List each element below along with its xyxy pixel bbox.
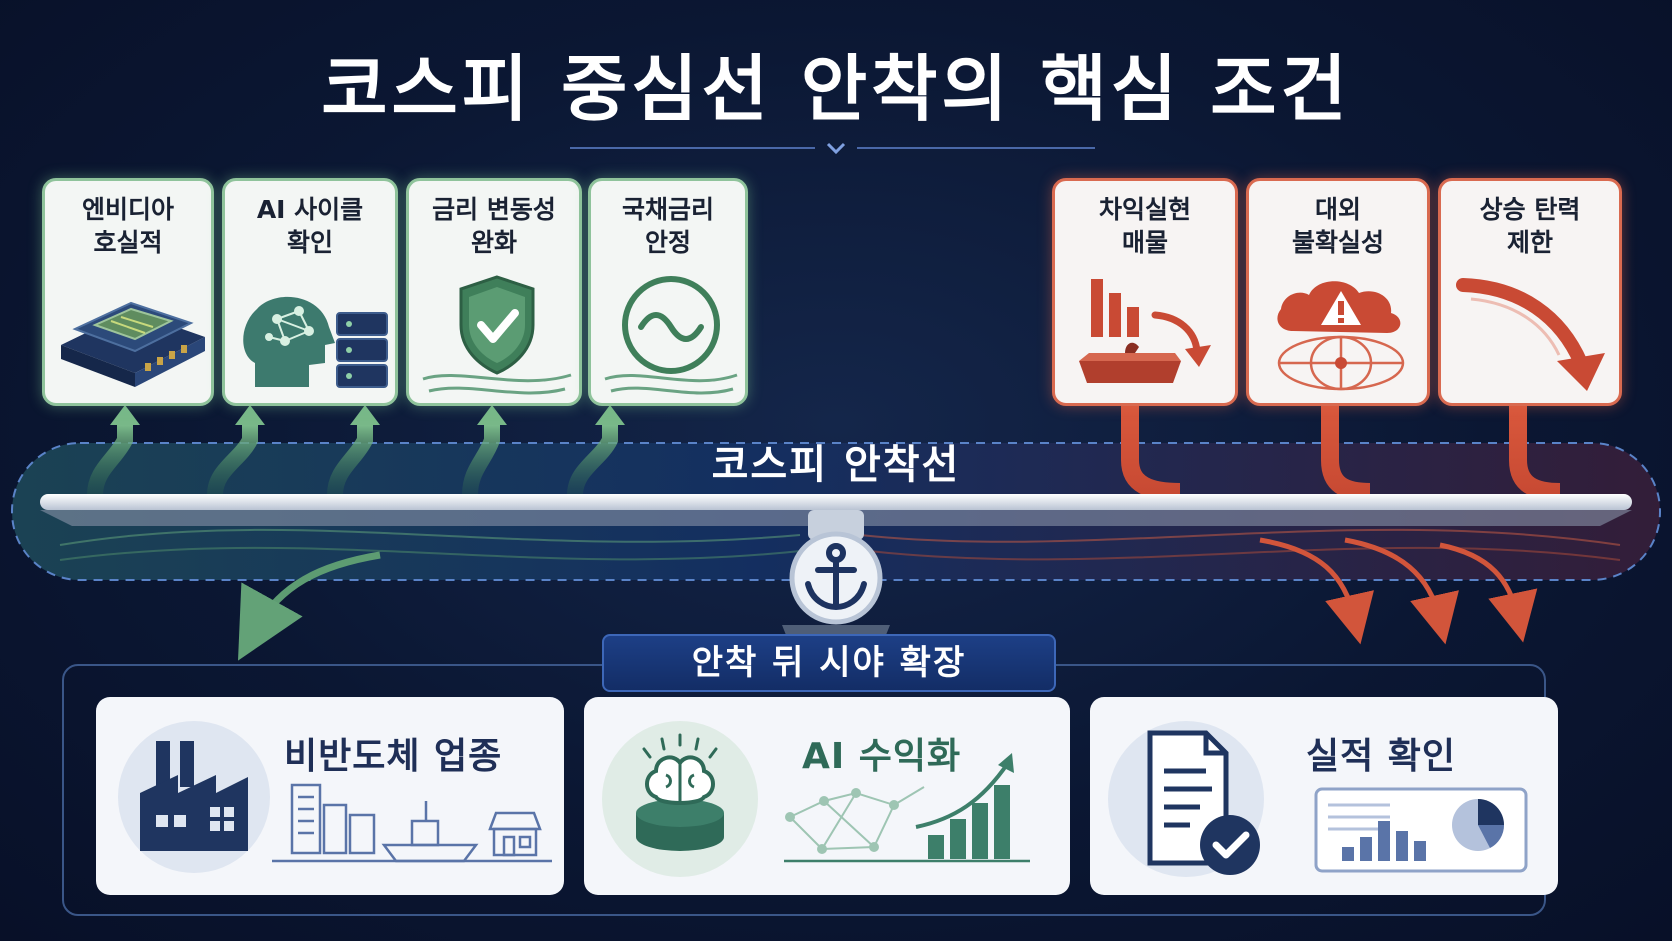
support-card-rate-volatility: 금리 변동성 완화: [406, 178, 582, 406]
support-card-bond-yield: 국채금리 안정: [588, 178, 748, 406]
page-title: 코스피 중심선 안착의 핵심 조건: [321, 47, 1351, 131]
factory-city-icon: [118, 721, 552, 873]
support-card-label: 엔비디아 호실적: [81, 195, 174, 257]
risk-card-label: 대외 불확실성: [1291, 195, 1384, 257]
ai-head-server-icon: [243, 296, 388, 388]
anchor-beam: [40, 494, 1632, 510]
risk-card-momentum-limit: 상승 탄력 제한: [1438, 178, 1622, 406]
expansion-banner: 안착 뒤 시야 확장: [602, 634, 1056, 692]
band-flow-lines: [59, 528, 1621, 561]
support-card-label: AI 사이클 확인: [256, 195, 364, 257]
support-card-label: 국채금리 안정: [621, 195, 714, 257]
support-arrows: [87, 405, 625, 496]
risk-card-profit-taking: 차익실현 매물: [1052, 178, 1238, 406]
green-down-arrow: [237, 551, 381, 661]
warning-cloud-globe-icon: [1277, 281, 1405, 391]
shield-check-icon: [422, 275, 572, 395]
risk-card-external-uncertainty: 대외 불확실성: [1246, 178, 1430, 406]
brain-growth-chart-icon: [602, 721, 1030, 877]
falling-bars-icon: [1079, 279, 1211, 383]
down-curve-arrow-icon: [1456, 278, 1605, 391]
support-card-nvidia: 엔비디아 호실적: [42, 178, 214, 406]
risk-card-label: 차익실현 매물: [1098, 195, 1191, 257]
title-divider: [570, 142, 1095, 155]
expansion-panel-earnings: 실적 확인: [1090, 697, 1558, 895]
expansion-panel-title: 실적 확인: [1306, 736, 1457, 777]
expansion-panel-ai-monetization: AI 수익화: [584, 697, 1070, 895]
red-down-arrows: [1259, 537, 1538, 645]
risk-pipes: [1121, 406, 1561, 501]
expansion-panel-non-semiconductor: 비반도체 업종: [96, 697, 564, 895]
wave-circle-icon: [604, 276, 738, 395]
support-card-ai-cycle: AI 사이클 확인: [222, 178, 398, 406]
anchor-icon: [805, 543, 867, 611]
expansion-panel-title: AI 수익화: [802, 736, 962, 777]
gpu-chip-icon: [61, 301, 205, 387]
support-card-label: 금리 변동성 완화: [432, 195, 556, 257]
anchor-line-label: 코스피 안착선: [711, 442, 961, 488]
chevron-down-icon: [826, 142, 846, 155]
document-check-chart-icon: [1108, 721, 1528, 877]
risk-card-label: 상승 탄력 제한: [1479, 195, 1581, 257]
expansion-panel-title: 비반도체 업종: [284, 736, 503, 777]
